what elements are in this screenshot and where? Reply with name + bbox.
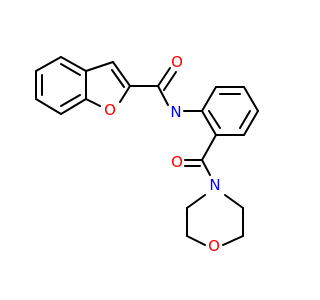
- bond-layer: [35, 56, 259, 246]
- bond: [201, 86, 217, 112]
- atom-label-o-amide: O: [171, 53, 183, 71]
- bond: [186, 194, 206, 209]
- bond: [224, 194, 244, 209]
- bond: [35, 98, 62, 115]
- bond: [85, 61, 114, 72]
- bond: [243, 86, 259, 112]
- bond: [201, 110, 217, 136]
- atom-layer: O N O O N O: [104, 53, 221, 255]
- bond: [186, 235, 206, 246]
- bond: [201, 159, 211, 176]
- bond: [112, 61, 131, 87]
- bond: [163, 71, 177, 91]
- bond: [243, 110, 259, 136]
- bond: [201, 134, 217, 161]
- bond: [60, 63, 81, 76]
- atom-label-o-ketone: O: [171, 153, 183, 171]
- bond: [111, 69, 125, 88]
- bond: [239, 110, 251, 129]
- atom-label-n-morpholine: N: [209, 176, 220, 194]
- bond: [60, 94, 81, 107]
- molecule-diagram: O N O O N O: [35, 53, 259, 255]
- bond: [119, 85, 131, 103]
- atom-label-o-furan: O: [104, 101, 116, 119]
- bond: [60, 56, 87, 72]
- atom-label-n-amide: N: [170, 103, 181, 121]
- bond: [222, 235, 244, 246]
- bond: [60, 98, 87, 115]
- bond: [157, 67, 171, 87]
- atom-label-o-morpholine: O: [208, 237, 220, 255]
- bond: [35, 56, 62, 72]
- bond: [208, 110, 221, 129]
- bond: [85, 98, 101, 107]
- bond: [157, 85, 169, 106]
- structure-svg: O N O O N O: [35, 53, 259, 255]
